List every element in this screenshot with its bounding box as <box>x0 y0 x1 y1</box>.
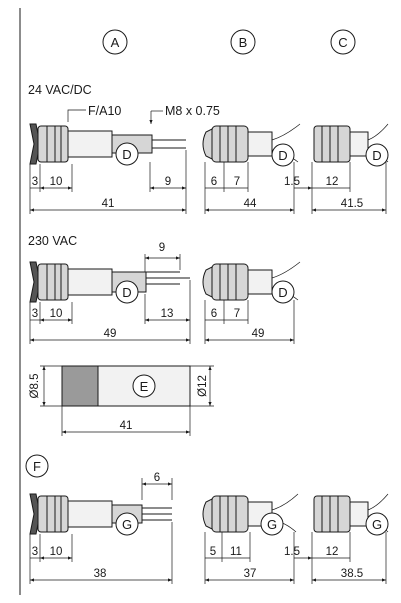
svg-text:11: 11 <box>230 546 242 558</box>
section-label-f: F <box>25 454 49 478</box>
svg-text:38.5: 38.5 <box>341 568 363 580</box>
lamp-b-f <box>202 493 299 533</box>
svg-text:Ø8.5: Ø8.5 <box>29 374 41 399</box>
section-title-24v: 24 VAC/DC <box>28 83 92 97</box>
dims-c-24v: 1.5 12 41.5 <box>284 162 387 214</box>
svg-text:D: D <box>278 148 287 163</box>
dims-b-230v: 6 7 49 <box>204 300 295 344</box>
svg-text:1.5: 1.5 <box>284 546 300 558</box>
part-label-g-b: G <box>260 512 284 536</box>
svg-text:7: 7 <box>234 308 240 320</box>
lamp-b-230v <box>202 261 301 301</box>
svg-text:D: D <box>122 147 131 162</box>
svg-text:41.5: 41.5 <box>341 198 363 210</box>
svg-text:G: G <box>267 517 277 532</box>
svg-text:9: 9 <box>159 242 165 254</box>
svg-text:G: G <box>372 517 382 532</box>
svg-text:E: E <box>140 379 149 394</box>
part-label-d-24v-c: D <box>365 143 389 167</box>
svg-text:D: D <box>278 285 287 300</box>
svg-text:5: 5 <box>210 546 216 558</box>
part-label-d-230v-a: D <box>115 280 139 304</box>
part-label-d-24v-a: D <box>115 142 139 166</box>
part-label-d-24v-b: D <box>271 143 295 167</box>
dims-a-24v: 3 10 9 41 <box>29 150 187 214</box>
dims-e: Ø8.5 Ø12 41 <box>29 365 214 436</box>
part-label-e: E <box>132 374 156 398</box>
dims-b-24v: 6 7 44 <box>204 162 295 214</box>
svg-text:9: 9 <box>165 176 171 188</box>
svg-text:13: 13 <box>161 308 174 320</box>
svg-text:10: 10 <box>50 546 63 558</box>
svg-text:12: 12 <box>326 546 339 558</box>
column-label-a: A <box>102 29 128 55</box>
dims-a-f: 3 10 38 <box>29 522 173 584</box>
svg-text:10: 10 <box>50 308 63 320</box>
lamp-a-f <box>29 493 172 535</box>
dims-a-230v: 3 10 13 49 <box>29 280 191 344</box>
svg-text:7: 7 <box>234 176 240 188</box>
svg-text:10: 10 <box>50 176 63 188</box>
svg-text:D: D <box>372 148 381 163</box>
svg-text:3: 3 <box>32 308 38 320</box>
svg-text:38: 38 <box>94 568 107 580</box>
dim-pins-230v: 9 <box>144 242 181 276</box>
svg-text:6: 6 <box>154 472 160 484</box>
svg-text:Ø12: Ø12 <box>197 375 209 397</box>
svg-text:3: 3 <box>32 546 38 558</box>
svg-text:3: 3 <box>32 176 38 188</box>
callout-thread: M8 x 0.75 <box>165 104 220 118</box>
svg-text:49: 49 <box>252 328 265 340</box>
svg-text:F: F <box>33 459 41 474</box>
svg-text:D: D <box>122 285 131 300</box>
svg-text:44: 44 <box>244 198 257 210</box>
svg-text:G: G <box>122 517 132 532</box>
callout-fuse: F/A10 <box>88 104 121 118</box>
svg-text:C: C <box>338 35 347 50</box>
dim-pins-f: 6 <box>141 472 173 500</box>
section-title-230v: 230 VAC <box>28 234 77 248</box>
dims-b-f: 5 11 37 <box>204 532 295 584</box>
cap-e <box>61 365 191 407</box>
svg-text:B: B <box>239 35 248 50</box>
svg-text:49: 49 <box>104 328 117 340</box>
svg-text:41: 41 <box>120 420 133 432</box>
lamp-a-230v <box>29 261 190 303</box>
svg-text:6: 6 <box>211 176 217 188</box>
part-label-g-a: G <box>115 512 139 536</box>
svg-text:A: A <box>111 35 120 50</box>
dims-c-f: 1.5 12 38.5 <box>284 532 387 584</box>
part-label-g-c: G <box>365 512 389 536</box>
part-label-d-230v-b: D <box>271 280 295 304</box>
svg-text:1.5: 1.5 <box>284 176 300 188</box>
lamp-a-24v <box>29 123 186 165</box>
column-label-b: B <box>230 29 256 55</box>
column-label-c: C <box>330 29 356 55</box>
svg-text:12: 12 <box>326 176 339 188</box>
lamp-c-24v <box>313 123 389 163</box>
svg-text:6: 6 <box>211 308 217 320</box>
svg-text:41: 41 <box>102 198 115 210</box>
lamp-b-24v <box>202 123 301 163</box>
svg-text:37: 37 <box>244 568 257 580</box>
